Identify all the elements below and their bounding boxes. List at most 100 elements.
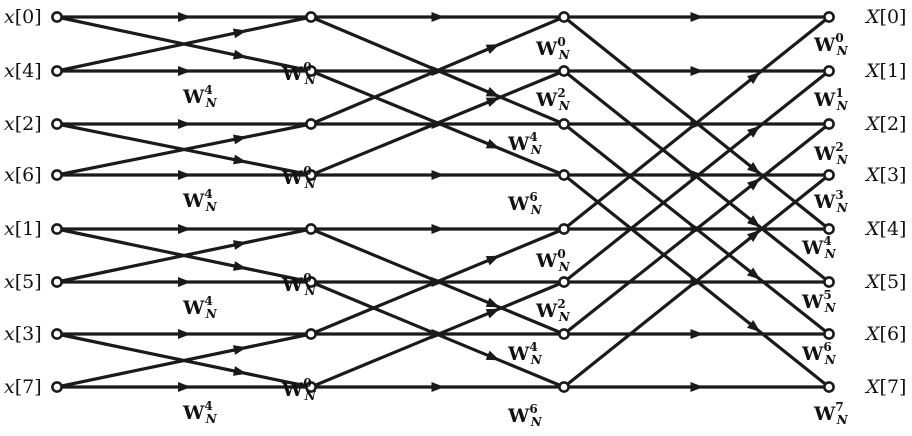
stage1-cross-wire-1: [55, 15, 313, 73]
stage3-straight-arrow-3: [690, 170, 704, 180]
butterfly-nodes: [51, 11, 835, 393]
stage1-cross-arrow-3: [233, 134, 247, 145]
stage2-cross-arrow-3: [485, 97, 500, 108]
stage1-cross-arrow-2: [233, 154, 247, 165]
stage1-cross-wire-3: [55, 122, 313, 177]
node-col1-row4: [305, 223, 317, 235]
stage2-straight-arrow-2: [431, 119, 445, 129]
node-col3-row1: [823, 65, 835, 77]
node-col0-row5: [51, 276, 63, 288]
output-label-2: X[2]: [864, 113, 906, 135]
output-label-1: X[1]: [864, 60, 906, 82]
stage1-cross-arrow-6: [233, 366, 247, 376]
stage1-straight-arrow-1: [178, 66, 191, 76]
stage2-straight-arrow-6: [431, 329, 445, 339]
stage2-straight-arrow-5: [431, 277, 445, 287]
node-col0-row4: [51, 223, 63, 235]
stage1-cross-arrow-1: [232, 28, 247, 39]
input-label-6: x[3]: [4, 323, 42, 345]
node-col2-row1: [558, 65, 570, 77]
output-label-5: X[5]: [864, 271, 906, 293]
stage1-cross-arrow-5: [233, 240, 247, 250]
stage2-cross-arrow-7: [485, 308, 500, 319]
input-label-3: x[6]: [4, 164, 42, 186]
stage1-straight-arrow-6: [178, 329, 191, 339]
stage1-straight-arrow-0: [178, 12, 191, 22]
stage3-straight-arrow-6: [690, 329, 704, 339]
io-labels: x[0]x[4]x[2]x[6]x[1]x[5]x[3]x[7]X[0]X[1]…: [4, 6, 906, 398]
stage3-cross-arrow-0: [746, 161, 761, 174]
node-col0-row6: [51, 328, 63, 340]
stage2-cross-arrow-4: [485, 297, 500, 308]
stage1-cross-arrow-0: [232, 49, 247, 60]
node-col2-row4: [558, 223, 570, 235]
stage1-cross-arrow-7: [233, 345, 247, 355]
stage3-cross-arrow-3: [746, 319, 761, 332]
input-label-1: x[4]: [4, 60, 42, 82]
node-col1-row0: [305, 11, 317, 23]
node-col0-row3: [51, 169, 63, 181]
node-col1-row7: [305, 381, 317, 393]
node-col3-row0: [823, 11, 835, 23]
stage1-straight-arrow-5: [178, 277, 191, 287]
stage2-straight-arrow-4: [431, 224, 445, 234]
stage3-straight-arrow-1: [690, 66, 704, 76]
node-col3-row3: [823, 169, 835, 181]
node-col0-row1: [51, 65, 63, 77]
node-col2-row0: [558, 11, 570, 23]
stage2-cross-arrow-1: [485, 138, 500, 149]
node-col3-row2: [823, 118, 835, 130]
node-col1-row6: [305, 328, 317, 340]
stage3-cross-arrow-4: [746, 72, 761, 85]
input-label-7: x[7]: [4, 376, 42, 398]
stage2-straight-arrow-1: [431, 66, 445, 76]
stage2-straight-arrow-3: [431, 170, 445, 180]
node-col3-row7: [823, 381, 835, 393]
input-label-4: x[1]: [4, 218, 42, 240]
input-label-2: x[2]: [4, 113, 42, 135]
stage2-cross-arrow-5: [485, 350, 500, 361]
stage3-cross-arrow-5: [746, 125, 761, 138]
node-col3-row5: [823, 276, 835, 288]
node-col2-row3: [558, 169, 570, 181]
node-col0-row0: [51, 11, 63, 23]
signal-wires: [55, 15, 831, 389]
node-col0-row7: [51, 381, 63, 393]
flow-arrows: [178, 12, 761, 392]
output-label-0: X[0]: [864, 6, 906, 28]
node-col1-row5: [305, 276, 317, 288]
output-label-7: X[7]: [864, 376, 906, 398]
output-label-6: X[6]: [864, 323, 906, 345]
stage2-cross-arrow-2: [485, 44, 500, 54]
stage1-straight-arrow-3: [178, 170, 191, 180]
stage3-cross-arrow-1: [746, 215, 761, 228]
node-col3-row6: [823, 328, 835, 340]
node-col1-row2: [305, 118, 317, 130]
stage1-cross-wire-7: [55, 332, 313, 389]
node-col3-row4: [823, 223, 835, 235]
output-label-4: X[4]: [864, 218, 906, 240]
stage3-cross-arrow-7: [746, 230, 761, 243]
stage1-cross-arrow-4: [233, 261, 247, 271]
stage3-straight-arrow-0: [690, 12, 704, 22]
stage2-cross-arrow-6: [485, 255, 500, 266]
